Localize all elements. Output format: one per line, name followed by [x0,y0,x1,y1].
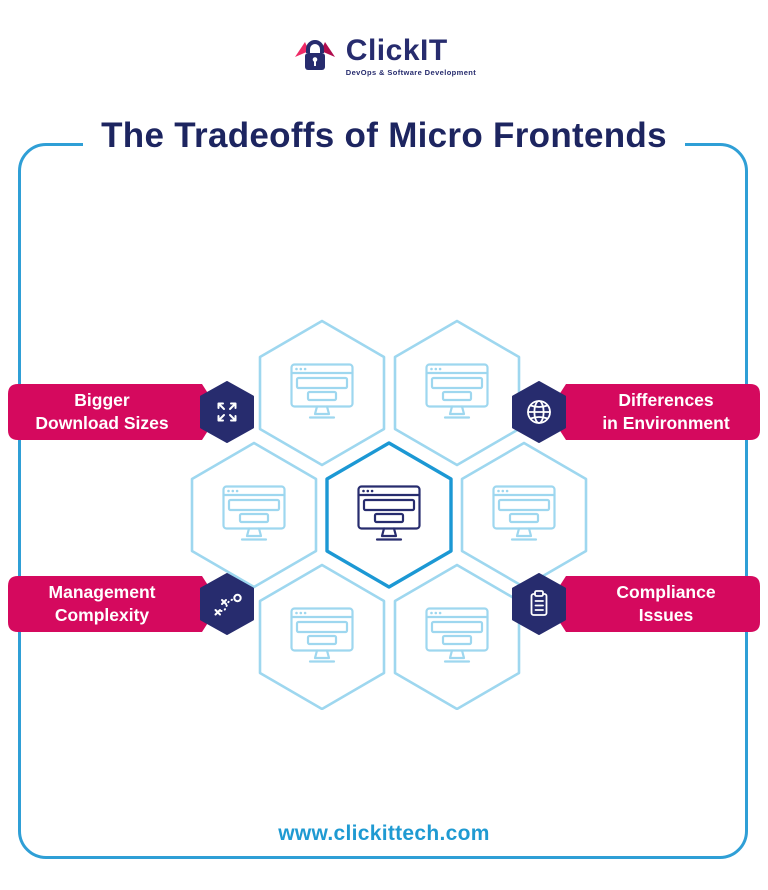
tradeoff-label: Bigger [74,390,130,411]
tradeoff-label: Issues [638,605,694,625]
tradeoff-label: Compliance [616,582,716,603]
hexagon-cell [258,563,386,710]
hexagon-cell [393,563,521,710]
expand-arrows-icon [200,381,254,443]
website-link[interactable]: www.clickittech.com [278,822,490,845]
hexagon-cell [190,441,318,589]
tradeoff-label: Download Sizes [35,413,169,433]
tradeoff-card-bigger-download-sizes: Bigger Download Sizes [8,384,220,440]
brand-tagline: DevOps & Software Development [345,68,477,77]
hexagon-cell [460,441,588,589]
tradeoff-card-compliance-issues: Compliance Issues [548,576,760,632]
clipboard-icon [512,573,566,635]
ribbon-shape [548,384,760,440]
ribbon-shape [8,576,220,632]
hexagon-cell [393,319,521,467]
tradeoff-card-differences-in-environment: Differences in Environment [548,384,760,440]
brand-name: ClickIT [345,34,448,67]
tradeoff-label: Differences [618,390,714,411]
logo: ClickIT DevOps & Software Development [0,36,768,82]
logo-lock-icon [294,39,335,70]
globe-icon [512,381,566,443]
page-title: The Tradeoffs of Micro Frontends [0,112,768,160]
hexagon-cell [258,319,386,467]
ribbon-shape [548,576,760,632]
hexagon-cell-center [325,441,453,589]
footer: www.clickittech.com [0,822,768,846]
strategy-path-icon [200,573,254,635]
hexagon-cluster [190,319,588,710]
tradeoff-label: Management [48,582,156,603]
tradeoff-card-management-complexity: Management Complexity [8,576,220,632]
tradeoff-label: Complexity [54,605,150,625]
ribbon-shape [8,384,220,440]
tradeoff-label: in Environment [602,413,730,433]
